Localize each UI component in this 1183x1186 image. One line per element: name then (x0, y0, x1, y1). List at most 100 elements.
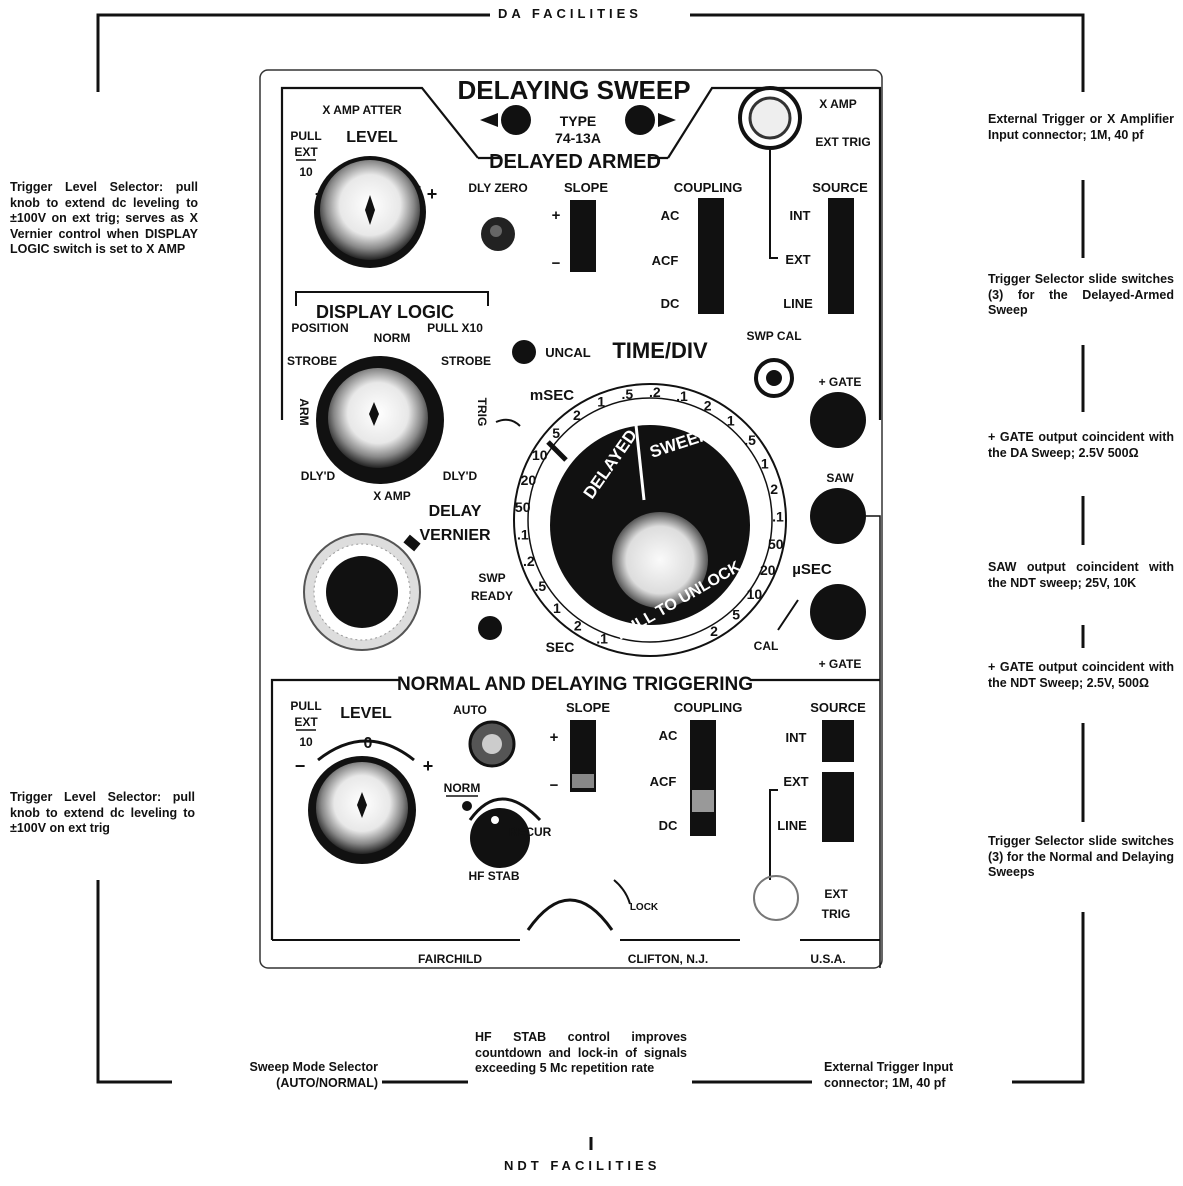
annotation-bottom-center: HF STAB control improves countdown and l… (475, 1030, 687, 1075)
slope-switch-upper[interactable] (570, 200, 596, 272)
coupling-label-lower: COUPLING (674, 700, 743, 715)
uncal-lamp (512, 340, 536, 364)
normal-delaying-label: NORMAL AND DELAYING TRIGGERING (397, 674, 753, 695)
dial-scale-label: 10 (532, 447, 548, 463)
pull-label-2: PULL (290, 699, 321, 713)
delay-vernier-knob[interactable] (326, 556, 398, 628)
dial-scale-label: 1 (597, 394, 605, 410)
ext-label-lower: EXT (824, 887, 848, 901)
strobe-label-left: STROBE (287, 354, 337, 368)
dial-scale-label: .2 (523, 553, 535, 569)
coupling-ac-upper: AC (661, 208, 680, 223)
lock-label: LOCK (630, 902, 659, 913)
arm-label: ARM (297, 398, 311, 425)
x-amp-knob-label: X AMP (373, 489, 411, 503)
delayed-armed-label: DELAYED ARMED (489, 151, 661, 173)
arrow-right-icon (658, 113, 676, 127)
plus-label-upper: + (427, 184, 438, 204)
dial-scale-label: 2 (574, 618, 582, 634)
type-number: 74-13A (555, 130, 601, 146)
bracket-lines (96, 13, 1085, 1150)
x-amp-label: X AMP (819, 97, 857, 111)
pull-x10-label: PULL X10 (427, 321, 483, 335)
panel-title: DELAYING SWEEP (457, 75, 690, 105)
dlyd-label-right: DLY'D (443, 469, 478, 483)
position-label: POSITION (291, 321, 348, 335)
plus-gate-label-lower: + GATE (819, 657, 862, 671)
footer-country: U.S.A. (810, 952, 845, 966)
coupling-dc-upper: DC (661, 296, 680, 311)
ext-label-1: EXT (294, 145, 318, 159)
plus-gate-label-upper: + GATE (819, 375, 862, 389)
ext-label-2: EXT (294, 715, 318, 729)
trig-label: TRIG (475, 398, 489, 427)
dial-scale-label: 50 (768, 536, 784, 552)
hf-stab-knob[interactable] (470, 808, 530, 868)
norm-mode-label: NORM (444, 781, 481, 795)
uncal-label: UNCAL (545, 345, 591, 360)
arrow-left-icon (480, 113, 498, 127)
dial-scale-label: .1 (517, 526, 529, 542)
dial-scale-label: 10 (747, 586, 763, 602)
dial-scale-label: 1 (761, 455, 769, 471)
dial-scale-label: 20 (760, 562, 776, 578)
source-switch-upper[interactable] (828, 198, 854, 314)
annotation-right-5: + GATE output coincident with the NDT Sw… (988, 660, 1174, 690)
coupling-switch-upper[interactable] (698, 198, 724, 314)
swp-ready-lamp (478, 616, 502, 640)
slope-plus-lower: + (550, 729, 559, 746)
source-switch-int[interactable] (822, 720, 854, 762)
pull-label-1: PULL (290, 129, 321, 143)
armed-lamp-right (625, 105, 655, 135)
source-line-upper: LINE (783, 296, 813, 311)
source-label-upper: SOURCE (812, 180, 868, 195)
swp-label: SWP (478, 571, 505, 585)
type-label: TYPE (560, 113, 597, 129)
delay-label: DELAY (429, 503, 482, 520)
source-switch-ext[interactable] (822, 772, 854, 842)
saw-connector[interactable] (810, 488, 866, 544)
source-ext-lower: EXT (783, 774, 808, 789)
armed-lamp-left (501, 105, 531, 135)
trig-label-lower: TRIG (822, 907, 851, 921)
annotation-left-mid: Trigger Level Selector: pull knob to ext… (10, 790, 195, 835)
dial-scale-label: .2 (649, 384, 661, 400)
recur-label: RECUR (509, 825, 552, 839)
dial-scale-label: 1 (553, 600, 561, 616)
coupling-switch-lower[interactable] (690, 720, 716, 836)
front-panel: DELAYING SWEEP TYPE 74-13A DELAYED ARMED… (259, 69, 883, 969)
dial-scale-label: .1 (596, 631, 608, 647)
level-label-lower: LEVEL (340, 705, 392, 722)
da-facilities-header: DA FACILITIES (494, 6, 646, 21)
ndt-facilities-header: NDT FACILITIES (500, 1158, 665, 1173)
swp-cal-label: SWP CAL (746, 329, 801, 343)
plus-gate-connector-lower[interactable] (810, 584, 866, 640)
dial-scale-label: .5 (622, 386, 634, 402)
cal-label: CAL (754, 639, 779, 653)
plus-gate-connector-upper[interactable] (810, 392, 866, 448)
dial-scale-label: 1 (727, 413, 735, 429)
annotation-bottom-right: External Trigger Input connector; 1M, 40… (824, 1060, 954, 1090)
dial-scale-label: 20 (521, 472, 537, 488)
dial-scale-label: 50 (515, 499, 531, 515)
source-line-lower: LINE (777, 818, 807, 833)
source-ext-upper: EXT (785, 252, 810, 267)
dial-scale-label: 2 (704, 398, 712, 414)
strobe-label-right: STROBE (441, 354, 491, 368)
annotation-right-3: + GATE output coincident with the DA Swe… (988, 430, 1174, 460)
dial-scale-label: .1 (676, 388, 688, 404)
source-label-lower: SOURCE (810, 700, 866, 715)
annotation-left-top: Trigger Level Selector: pull knob to ext… (10, 180, 198, 256)
ext-trig-connector-lower[interactable] (753, 875, 799, 921)
annotation-right-6: Trigger Selector slide switches (3) for … (988, 834, 1174, 879)
coupling-acf-upper: ACF (652, 253, 679, 268)
coupling-dc-lower: DC (659, 818, 678, 833)
dial-scale-label: 5 (732, 607, 740, 623)
dlyd-label-left: DLY'D (301, 469, 336, 483)
saw-label: SAW (826, 471, 854, 485)
dial-scale-label: 2 (770, 481, 778, 497)
usec-label: µSEC (792, 561, 832, 578)
slope-label-upper: SLOPE (564, 180, 608, 195)
annotation-bottom-left: Sweep Mode Selector (AUTO/NORMAL) (249, 1060, 378, 1090)
